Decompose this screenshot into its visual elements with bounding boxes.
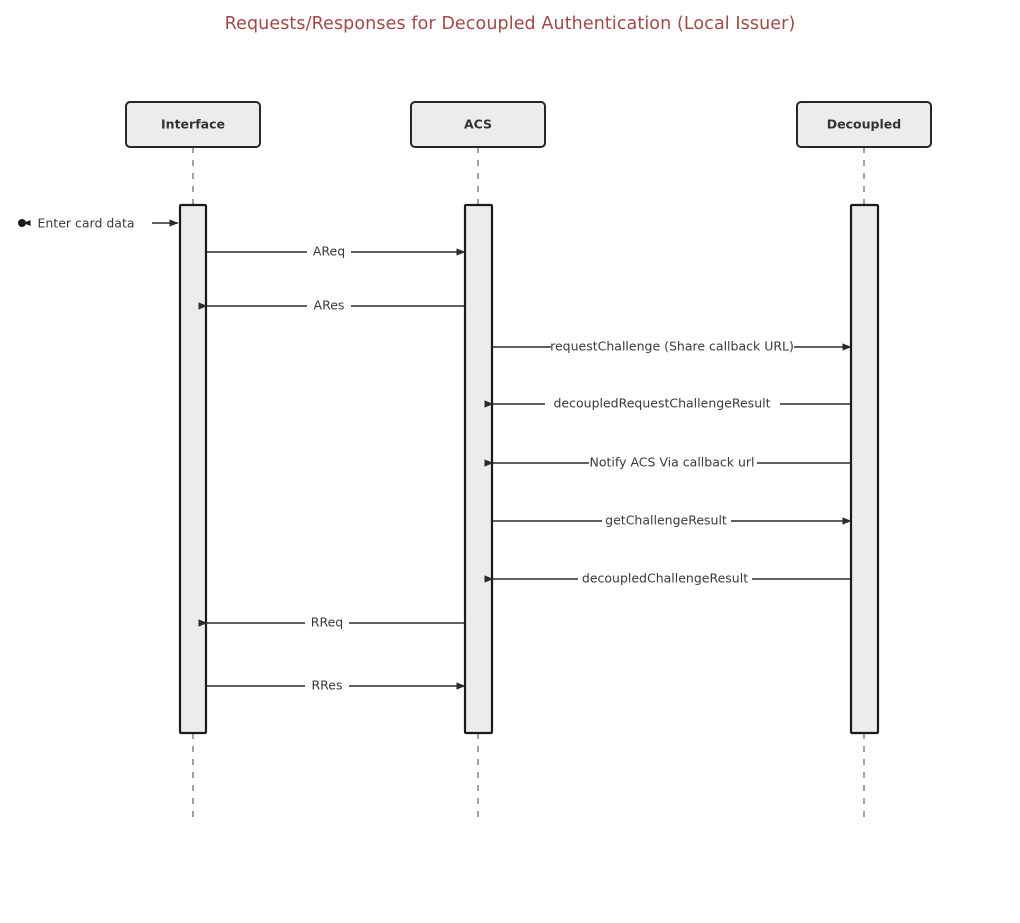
message-label-request-challenge: requestChallenge (Share callback URL) — [550, 339, 794, 354]
message-request-challenge: requestChallenge (Share callback URL) — [493, 339, 852, 354]
message-label-get-challenge-result: getChallengeResult — [605, 513, 727, 528]
entry-message-label: Enter card data — [37, 216, 134, 231]
participant-box-interface[interactable] — [125, 101, 261, 148]
activation-bar-interface — [178, 203, 208, 735]
message-notify-acs: Notify ACS Via callback url — [484, 455, 851, 470]
participant-interface[interactable]: Interface — [125, 101, 261, 148]
activation-bars-group — [178, 203, 880, 735]
message-rres: RRes — [207, 678, 466, 693]
message-get-challenge-result: getChallengeResult — [493, 513, 852, 528]
message-label-rres: RRes — [311, 678, 342, 693]
message-label-drcr: decoupledRequestChallengeResult — [554, 396, 771, 411]
lifelines-group — [192, 147, 865, 822]
message-label-rreq: RReq — [311, 615, 343, 630]
message-decoupled-request-challenge-result: decoupledRequestChallengeResult — [484, 396, 851, 411]
message-rreq: RReq — [198, 615, 465, 630]
message-label-notify-acs: Notify ACS Via callback url — [590, 455, 755, 470]
participant-box-acs[interactable] — [410, 101, 546, 148]
participant-box-decoupled[interactable] — [796, 101, 932, 148]
participant-acs[interactable]: ACS — [410, 101, 546, 148]
message-decoupled-challenge-result: decoupledChallengeResult — [484, 571, 851, 586]
participant-label-interface: Interface — [161, 117, 225, 132]
entry-point-enter-card-data: Enter card data — [18, 216, 179, 231]
participant-label-decoupled: Decoupled — [827, 117, 901, 132]
message-label-areq: AReq — [313, 244, 345, 259]
message-ares: ARes — [198, 298, 465, 313]
message-label-dcr: decoupledChallengeResult — [582, 571, 748, 586]
message-label-ares: ARes — [314, 298, 345, 313]
participant-label-acs: ACS — [464, 117, 492, 132]
participant-decoupled[interactable]: Decoupled — [796, 101, 932, 148]
message-areq: AReq — [207, 244, 466, 259]
activation-bar-decoupled — [849, 203, 880, 735]
activation-bar-acs — [463, 203, 494, 735]
page-title: Requests/Responses for Decoupled Authent… — [224, 14, 796, 34]
